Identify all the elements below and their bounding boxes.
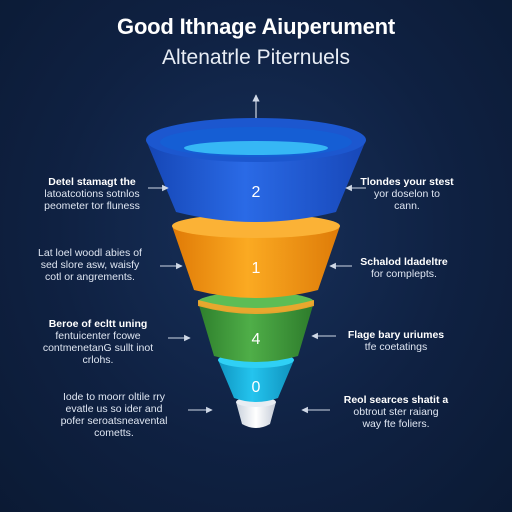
right-label-line: Reol searces shatit a (343, 394, 449, 406)
right-label-line: cann. (394, 200, 420, 212)
stage-number-1: 1 (252, 260, 261, 277)
diagram-subtitle: Altenatrle Piternuels (162, 46, 350, 69)
left-label-stage-0: Iode to moorr oltile rry evatle us so id… (44, 391, 184, 439)
left-label-line: pofer seroatsneavental (60, 415, 168, 427)
left-label-line: Iode to moorr oltile rry (62, 391, 166, 403)
funnel-stage-2 (146, 118, 366, 222)
right-label-stage-1: Schalod ldadeltre for complepts. (348, 256, 460, 280)
left-label-line: cometts. (94, 427, 134, 439)
left-label-line: peometer tor fluness (44, 200, 140, 212)
left-label-line: cotl or angrements. (45, 271, 135, 283)
left-label-stage-1: Lat loel woodl abies of sed slore asw, w… (22, 247, 158, 283)
right-label-line: Schalod ldadeltre (360, 256, 448, 268)
right-label-line: Flage bary uriumes (347, 329, 445, 341)
right-label-line: Tlondes your stest (360, 176, 454, 188)
left-label-line: Lat loel woodl abies of (38, 247, 142, 259)
stage-number-2: 2 (252, 184, 261, 201)
left-label-line: contmenetanG sullt inot (42, 342, 154, 354)
left-label-line: crlohs. (82, 354, 114, 366)
left-label-stage-2: Detel stamagt the latoatcotions sotnlos … (30, 176, 154, 212)
stage-number-0: 0 (252, 379, 261, 396)
left-label-line: Detel stamagt the (48, 176, 136, 188)
left-label-line: latoatcotions sotnlos (44, 188, 140, 200)
left-label-line: sed slore asw, waisfy (40, 259, 140, 271)
right-label-line: yor doselon to (374, 188, 440, 200)
right-label-stage-2: Tlondes your stest yor doselon to cann. (352, 176, 462, 212)
diagram-title: Good Ithnage Aiuperument (117, 14, 395, 39)
left-label-line: evatle us so ider and (65, 403, 163, 415)
right-label-line: tfe coetatings (364, 341, 428, 353)
right-label-line: way fte foliers. (362, 418, 430, 430)
funnel-stage-1 (172, 214, 340, 298)
right-label-stage-0: Reol searces shatit a obtrout ster raian… (334, 394, 458, 430)
left-label-stage-4: Beroe of ecltt uning fentuicenter fcowe … (30, 318, 166, 366)
right-label-line: obtrout ster raiang (353, 406, 439, 418)
stage-number-4: 4 (252, 331, 261, 348)
funnel-stage-4 (198, 292, 314, 362)
left-label-line: Beroe of ecltt uning (48, 318, 148, 330)
right-label-line: for complepts. (371, 268, 437, 280)
right-label-stage-4: Flage bary uriumes tfe coetatings (340, 329, 452, 353)
left-label-line: fentuicenter fcowe (55, 330, 141, 342)
